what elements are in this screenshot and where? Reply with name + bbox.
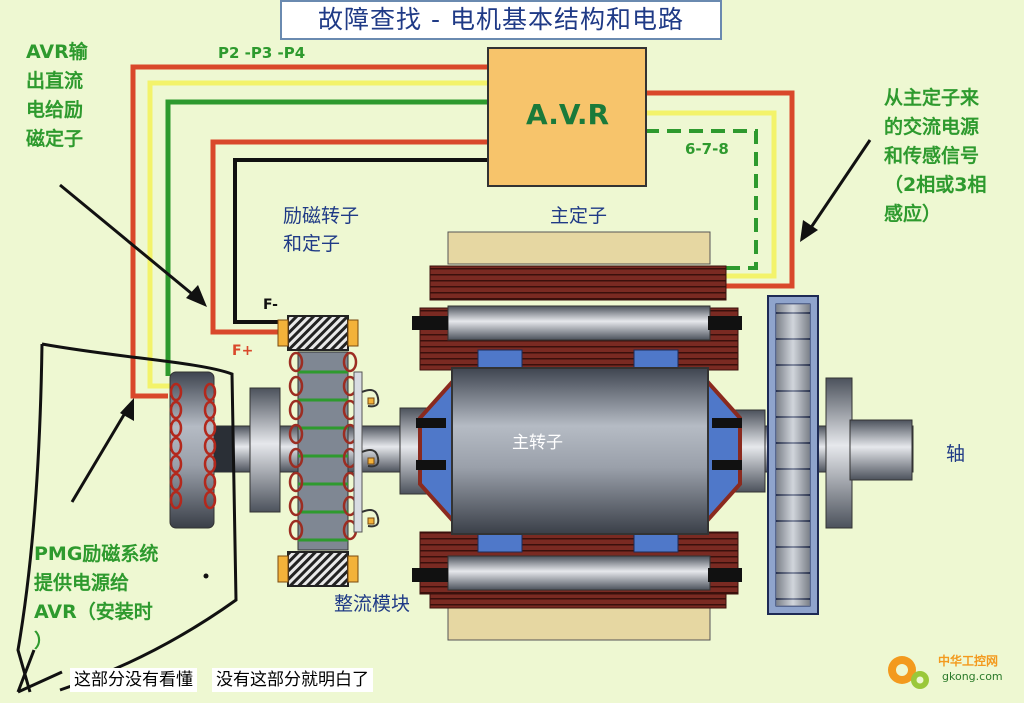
avr-box (487, 47, 647, 187)
annotation-avr-output: AVR输 出直流 电给励 磁定子 (26, 41, 88, 150)
label-shaft: 轴 (946, 443, 966, 465)
green-dashed-sense-wire (645, 129, 758, 270)
arrow-pmg (70, 398, 134, 503)
black-wire-f-minus (233, 158, 490, 324)
note-left: 这部分没有看懂 (70, 668, 197, 692)
yellow-wire-pmg (147, 80, 490, 389)
red-wire-f-plus (210, 139, 490, 335)
gkong-logo: 中华工控网 gkong.com (880, 640, 1020, 698)
logo-text-cn: 中华工控网 (938, 654, 999, 668)
f-minus-label: F- (263, 297, 278, 313)
pmg-unit (169, 371, 234, 529)
label-exciter: 励磁转子 和定子 (283, 205, 360, 255)
pmg-outline-arrow (16, 649, 63, 694)
annotation-pmg: PMG励磁系统 提供电源给 AVR（安装时 ） (34, 543, 159, 652)
f-plus-label: F+ (232, 343, 254, 359)
sense-terminal-label: 6-7-8 (685, 140, 729, 158)
note-right: 没有这部分就明白了 (212, 668, 373, 692)
arrow-avr-output (59, 183, 207, 307)
red-wire-main-stator (645, 90, 795, 289)
annotation-main-stator-feed: 从主定子来 的交流电源 和传感信号 （2相或3相 感应） (884, 87, 987, 225)
logo-text-en: gkong.com (942, 670, 1003, 683)
red-wire-pmg (130, 64, 490, 399)
label-main-stator: 主定子 (550, 205, 608, 227)
pmg-dot (203, 573, 209, 579)
label-rectifier: 整流模块 (334, 593, 411, 615)
rectifier-module (353, 371, 380, 533)
avr-box-label: A.V.R (526, 98, 610, 131)
main-rotor (412, 305, 742, 595)
yellow-wire-main-stator (645, 110, 777, 279)
p-terminal-label: P2 -P3 -P4 (218, 44, 306, 62)
page-title: 故障查找 - 电机基本结构和电路 (280, 0, 722, 40)
label-main-rotor: 主转子 (512, 433, 563, 453)
cooling-fan (767, 295, 819, 615)
arrow-main-stator-feed (800, 139, 872, 242)
green-wire-pmg (165, 99, 490, 376)
